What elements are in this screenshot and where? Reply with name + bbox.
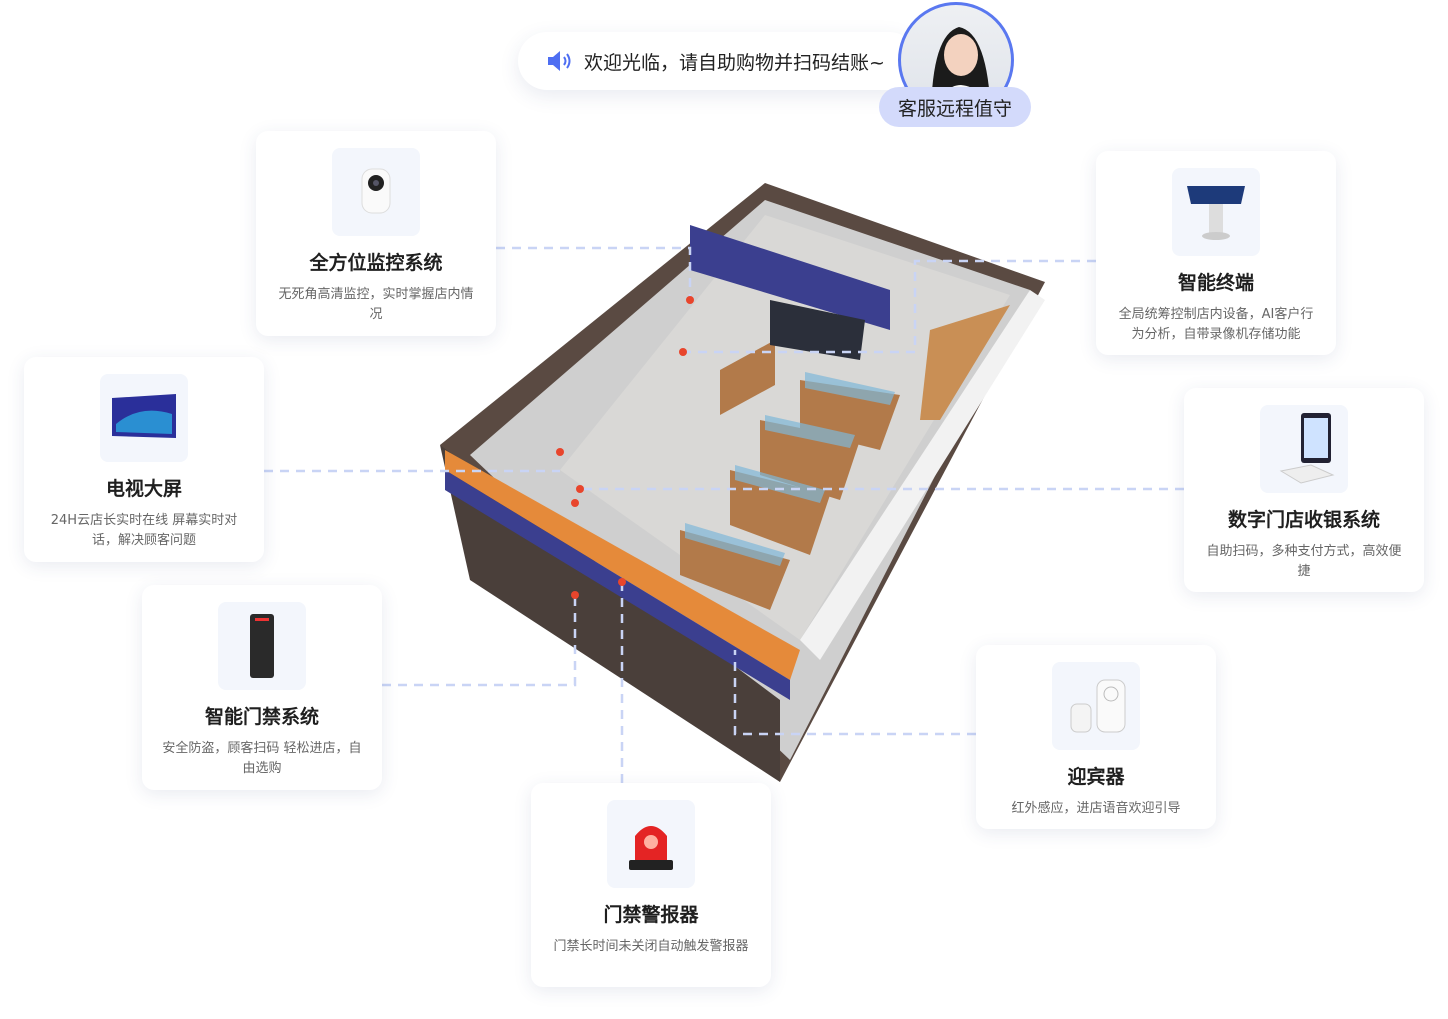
terminal-icon [1172, 168, 1260, 256]
card-title: 迎宾器 [1067, 766, 1125, 788]
card-pos[interactable]: 数字门店收银系统 自助扫码，多种支付方式，高效便捷 [1184, 388, 1424, 592]
card-desc: 自助扫码，多种支付方式，高效便捷 [1206, 544, 1402, 579]
card-title: 电视大屏 [105, 478, 182, 500]
card-title: 门禁警报器 [603, 904, 699, 926]
card-desc: 无死角高清监控，实时掌握店内情况 [278, 287, 474, 322]
card-greeter[interactable]: 迎宾器 红外感应，进店语音欢迎引导 [976, 645, 1216, 829]
card-title: 数字门店收银系统 [1227, 509, 1380, 531]
greeting-text: 欢迎光临，请自助购物并扫码结账~ [584, 51, 885, 74]
card-desc: 安全防盗，顾客扫码 轻松进店，自由选购 [162, 741, 362, 776]
card-desc: 24H云店长实时在线 屏幕实时对话，解决顾客问题 [50, 513, 238, 548]
connector-lines [264, 246, 1184, 783]
alarm-icon [607, 800, 695, 888]
speaker-icon [548, 51, 571, 71]
card-title: 全方位监控系统 [309, 252, 443, 274]
device-markers [556, 296, 694, 599]
card-title: 智能终端 [1177, 272, 1254, 294]
card-terminal[interactable]: 智能终端 全局统筹控制店内设备，AI客户行为分析，自带录像机存储功能 [1096, 151, 1336, 355]
card-desc: 门禁长时间未关闭自动触发警报器 [553, 939, 749, 954]
card-desc: 全局统筹控制店内设备，AI客户行为分析，自带录像机存储功能 [1118, 307, 1314, 342]
access-control-icon [218, 602, 306, 690]
greeting-bubble: 欢迎光临，请自助购物并扫码结账~ [518, 32, 918, 90]
greeter-icon [1052, 662, 1140, 750]
card-desc: 红外感应，进店语音欢迎引导 [1011, 801, 1181, 816]
card-tv[interactable]: 电视大屏 24H云店长实时在线 屏幕实时对话，解决顾客问题 [24, 357, 264, 562]
card-surveillance[interactable]: 全方位监控系统 无死角高清监控，实时掌握店内情况 [256, 131, 496, 336]
card-alarm[interactable]: 门禁警报器 门禁长时间未关闭自动触发警报器 [531, 783, 771, 987]
remote-service-badge: 客服远程值守 [879, 87, 1031, 127]
tv-icon [100, 374, 188, 462]
card-title: 智能门禁系统 [204, 706, 319, 728]
pos-icon [1260, 405, 1348, 493]
store-3d [440, 183, 1045, 782]
card-access-control[interactable]: 智能门禁系统 安全防盗，顾客扫码 轻松进店，自由选购 [142, 585, 382, 790]
camera-icon [332, 148, 420, 236]
